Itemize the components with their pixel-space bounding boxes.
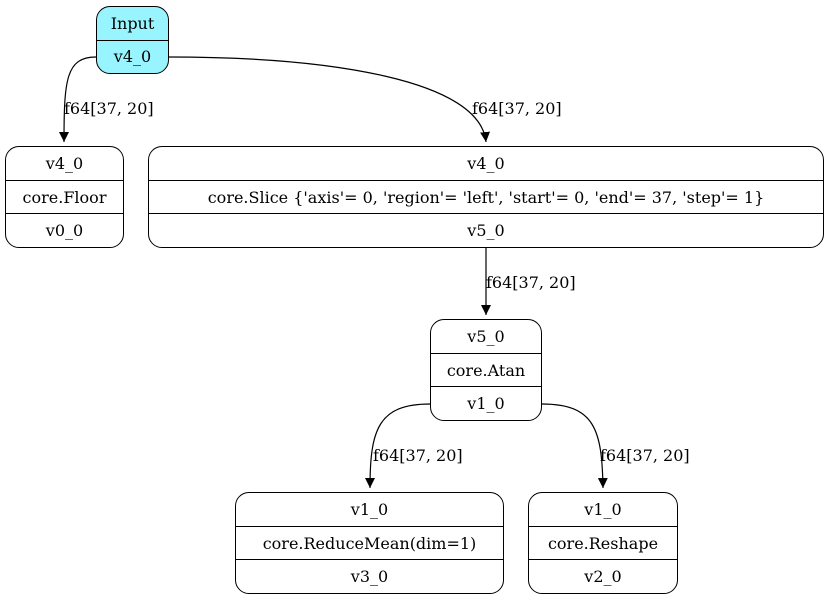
- edge-label-input-floor: f64[37, 20]: [64, 99, 154, 118]
- node-slice-output: v5_0: [149, 213, 823, 247]
- edge-label-input-slice: f64[37, 20]: [472, 99, 562, 118]
- node-atan-op: core.Atan: [431, 352, 541, 387]
- node-slice-op: core.Slice {'axis'= 0, 'region'= 'left',…: [149, 179, 823, 214]
- node-input-title: Input: [110, 13, 155, 33]
- node-reshape-op: core.Reshape: [529, 525, 677, 560]
- node-reduce-mean-op: core.ReduceMean(dim=1): [236, 525, 503, 560]
- node-slice[interactable]: v4_0 core.Slice {'axis'= 0, 'region'= 'l…: [148, 146, 824, 248]
- node-reshape-input: v1_0: [584, 499, 622, 519]
- node-atan-output: v1_0: [431, 386, 541, 420]
- edge-atan-reduce: [365, 403, 431, 489]
- node-reduce-mean-output: v3_0: [236, 559, 503, 593]
- node-slice-input: v4_0: [467, 153, 505, 173]
- edge-atan-reshape: [541, 403, 608, 489]
- node-atan[interactable]: v5_0 core.Atan v1_0: [430, 319, 542, 421]
- node-input-output: v4_0: [97, 39, 168, 74]
- node-atan-input: v5_0: [467, 326, 505, 346]
- node-reshape[interactable]: v1_0 core.Reshape v2_0: [528, 492, 678, 594]
- edge-label-slice-atan: f64[37, 20]: [486, 273, 576, 292]
- edge-label-atan-reshape: f64[37, 20]: [600, 446, 690, 465]
- edge-label-atan-reduce: f64[37, 20]: [373, 446, 463, 465]
- node-floor-output: v0_0: [6, 213, 123, 247]
- node-floor-input: v4_0: [45, 153, 84, 173]
- node-floor-op: core.Floor: [6, 179, 123, 214]
- edge-input-slice: [168, 56, 490, 143]
- node-reduce-mean[interactable]: v1_0 core.ReduceMean(dim=1) v3_0: [235, 492, 504, 594]
- node-input[interactable]: Input v4_0: [96, 6, 169, 74]
- edge-input-floor: [59, 56, 97, 143]
- node-floor[interactable]: v4_0 core.Floor v0_0: [5, 146, 124, 248]
- node-reshape-output: v2_0: [529, 559, 677, 593]
- node-reduce-mean-input: v1_0: [350, 499, 389, 519]
